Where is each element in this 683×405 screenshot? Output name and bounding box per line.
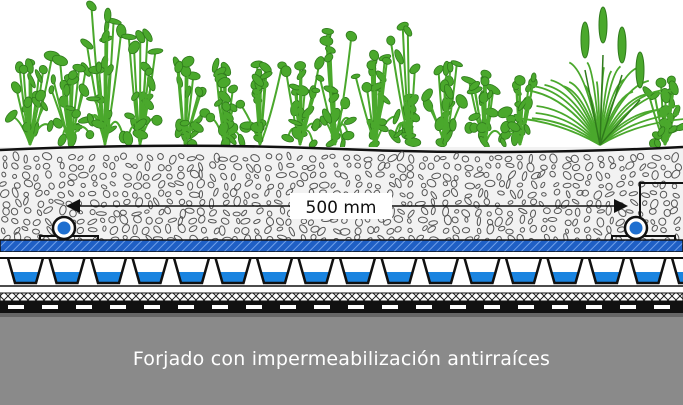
drain-pipe-icon <box>611 182 683 241</box>
dimension-label-bg <box>290 193 392 219</box>
arrow-right-icon <box>614 199 628 213</box>
waterproofing-dashes <box>8 305 670 309</box>
slab-edge <box>0 313 683 317</box>
filter-membrane <box>0 239 683 253</box>
dimension-line: 500 mm <box>66 193 628 219</box>
substrate-top-line <box>0 144 683 154</box>
drainage-cups <box>0 257 683 287</box>
waterproofing-layer <box>0 301 683 313</box>
drain-pipe-icon <box>39 215 99 241</box>
arrow-left-icon <box>66 199 80 213</box>
concrete-slab <box>0 313 683 405</box>
protection-layer <box>0 292 683 302</box>
dimension-label: 500 mm <box>306 198 377 218</box>
slab-caption: Forjado con impermeabilización antirraíc… <box>132 348 551 370</box>
vegetation-icon <box>4 0 683 152</box>
